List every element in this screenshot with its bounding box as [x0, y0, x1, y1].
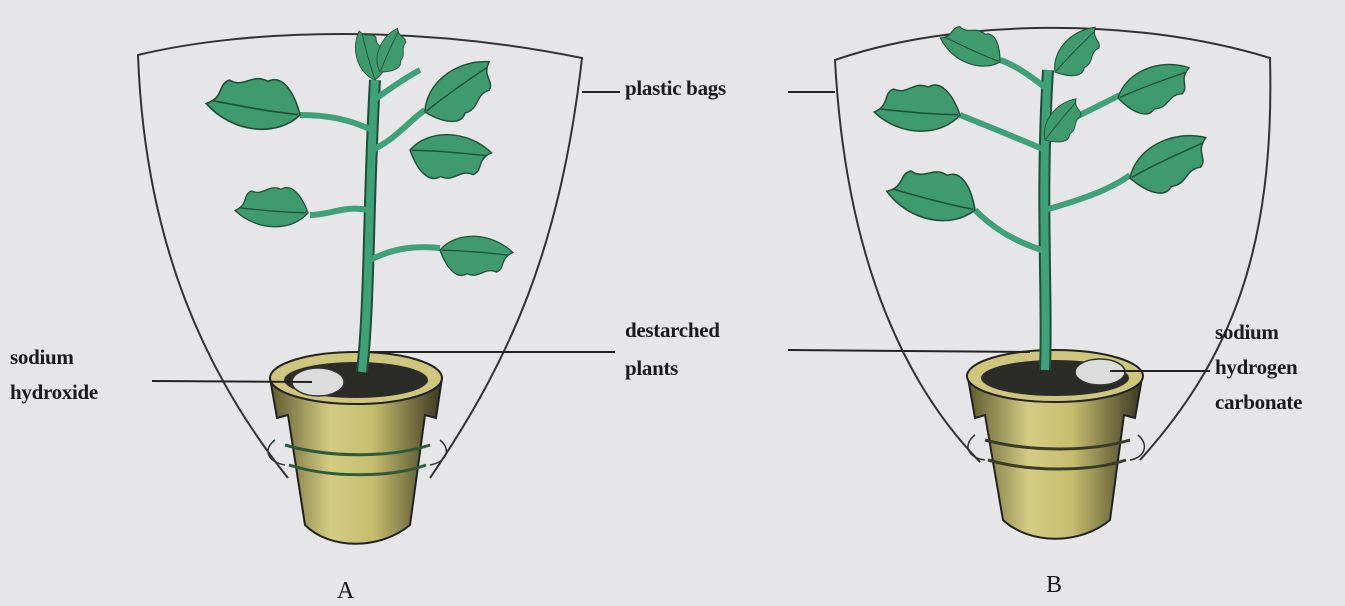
label-right-line3: carbonate: [1215, 390, 1302, 414]
leaves-a: [203, 25, 515, 284]
label-plastic-bags: plastic bags: [625, 76, 726, 100]
stem-b: [960, 60, 1130, 370]
caption-b: B: [1046, 572, 1062, 599]
label-left-line2: hydroxide: [10, 380, 98, 404]
label-right-line1: sodium: [1215, 320, 1279, 344]
label-left-line1: sodium: [10, 345, 74, 369]
plant-b: [835, 14, 1270, 539]
pot-b: [967, 350, 1144, 539]
pot-a: [268, 352, 446, 544]
label-destarched-line1: destarched: [625, 318, 720, 342]
leader-naoh: [152, 381, 312, 382]
label-destarched-line2: plants: [625, 356, 678, 380]
leader-destarched-right: [788, 350, 1030, 352]
caption-a: A: [337, 578, 354, 605]
plant-a: [138, 25, 582, 544]
label-right-line2: hydrogen: [1215, 355, 1297, 379]
stem-a: [300, 70, 440, 372]
